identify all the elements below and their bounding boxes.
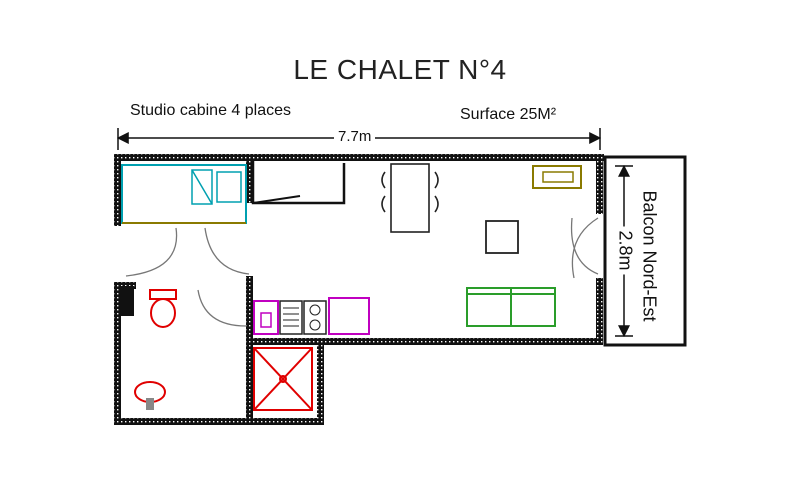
door-swings <box>125 217 599 327</box>
plan-title: LE CHALET N°4 <box>293 54 507 85</box>
column-block <box>120 286 134 316</box>
dining-table <box>381 163 439 233</box>
tv-unit <box>532 165 582 189</box>
toilet <box>149 289 177 328</box>
shower <box>253 347 313 411</box>
subtitle-right: Surface 25M² <box>460 106 557 123</box>
subtitle-left: Studio cabine 4 places <box>130 102 291 119</box>
width-dimension-label: 7.7m <box>334 128 376 145</box>
sofa <box>466 287 556 327</box>
coffee-table <box>485 220 519 254</box>
washbasin <box>134 381 166 410</box>
closet-door <box>252 195 301 204</box>
cabin-bunk <box>121 164 247 224</box>
walls <box>114 154 604 425</box>
kitchenette <box>253 297 370 335</box>
balcony-label: Balcon Nord-Est <box>639 190 660 322</box>
depth-dimension-label: 2.8m <box>614 226 636 275</box>
closet-outline <box>251 161 346 205</box>
